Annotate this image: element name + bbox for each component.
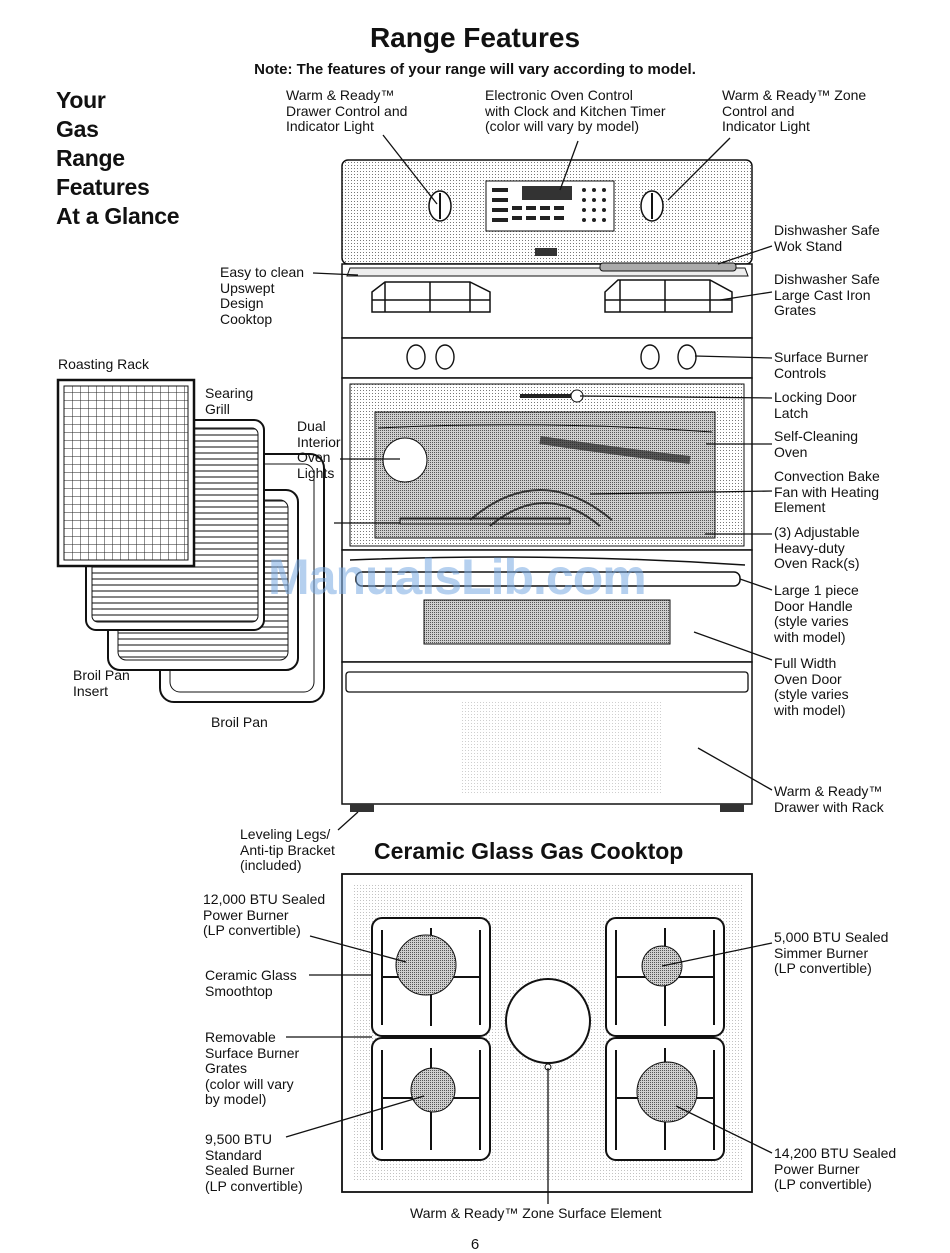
label-door-latch: Locking Door Latch	[774, 389, 857, 421]
label-drawer: Warm & Ready™ Drawer with Rack	[774, 783, 884, 815]
oven-light	[382, 437, 428, 483]
cooktop-grate-left	[371, 281, 491, 313]
label-convection: Convection Bake Fan with Heating Element	[774, 468, 880, 515]
burner-9500	[410, 1067, 456, 1113]
label-grates: Dishwasher Safe Large Cast Iron Grates	[774, 271, 880, 318]
label-searing-grill: Searing Grill	[205, 385, 254, 417]
label-burner-controls: Surface Burner Controls	[774, 349, 869, 381]
label-wok-stand: Dishwasher Safe Wok Stand	[774, 222, 880, 254]
side-heading: Your Gas Range Features At a Glance	[56, 87, 180, 229]
model-note: Note: The features of your range will va…	[254, 61, 696, 78]
label-easy-clean: Easy to clean Upswept Design Cooktop	[220, 264, 305, 327]
label-racks: (3) Adjustable Heavy-duty Oven Rack(s)	[774, 524, 860, 571]
label-self-cleaning: Self-Cleaning Oven	[774, 428, 859, 460]
drawer-control-knob[interactable]	[428, 190, 452, 222]
burner-12000	[395, 934, 457, 996]
label-removable-grates: Removable Surface Burner Grates (color w…	[205, 1029, 300, 1107]
label-door-handle: Large 1 piece Door Handle (style varies …	[774, 582, 859, 645]
label-broil-pan: Broil Pan	[211, 714, 268, 730]
page-title: Range Features	[369, 22, 581, 53]
label-oven-control: Electronic Oven Control with Clock and K…	[485, 87, 666, 134]
label-power-14200: 14,200 BTU Sealed Power Burner (LP conve…	[774, 1145, 897, 1192]
label-zone-element: Warm & Ready™ Zone Surface Element	[410, 1205, 662, 1221]
burner-control-knobs[interactable]	[406, 344, 697, 370]
ceramic-cooktop	[341, 873, 753, 1193]
range-body	[341, 159, 753, 812]
page-number: 6	[470, 1236, 480, 1253]
cooktop-title: Ceramic Glass Gas Cooktop	[374, 838, 684, 864]
label-simmer-5000: 5,000 BTU Sealed Simmer Burner (LP conve…	[774, 929, 889, 976]
watermark: ManualsLib.com	[268, 549, 647, 605]
warming-zone	[505, 978, 591, 1064]
cooktop-grate-right	[604, 279, 733, 313]
label-standard-9500: 9,500 BTU Standard Sealed Burner (LP con…	[205, 1131, 303, 1194]
door-latch[interactable]	[520, 394, 575, 398]
burner-14200	[636, 1061, 698, 1123]
leader-lines	[285, 134, 773, 1204]
label-leveling-legs: Leveling Legs/ Anti-tip Bracket (include…	[240, 826, 335, 873]
label-power-12000: 12,000 BTU Sealed Power Burner (LP conve…	[203, 891, 326, 938]
wok-stand	[599, 262, 737, 272]
label-oven-lights: Dual Interior Oven Lights	[297, 418, 341, 481]
roasting-rack	[56, 378, 196, 568]
label-oven-door: Full Width Oven Door (style varies with …	[774, 655, 849, 718]
label-smoothtop: Ceramic Glass Smoothtop	[205, 967, 297, 999]
label-zone-control: Warm & Ready™ Zone Control and Indicator…	[722, 87, 867, 134]
label-drawer-control: Warm & Ready™ Drawer Control and Indicat…	[286, 87, 408, 134]
zone-control-knob[interactable]	[640, 190, 664, 222]
label-roasting-rack: Roasting Rack	[58, 356, 150, 372]
label-broil-insert: Broil Pan Insert	[73, 667, 130, 699]
